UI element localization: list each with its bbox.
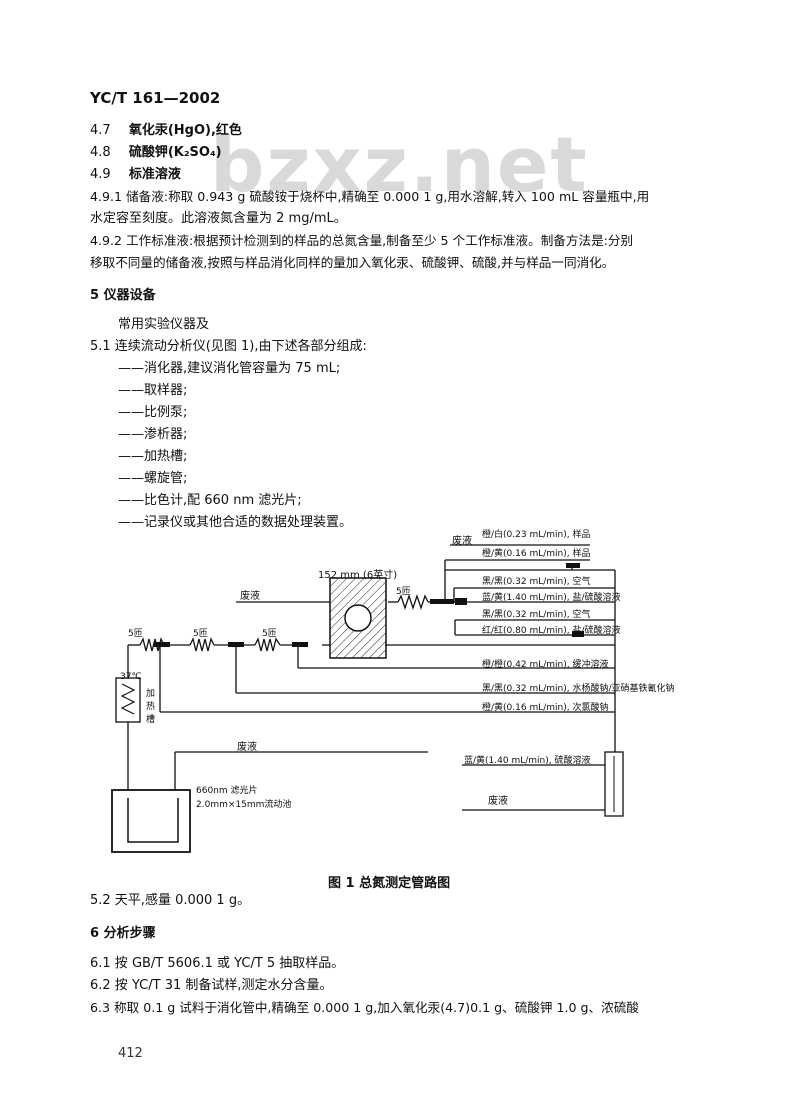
tube-label: 黑/黑(0.32 mL/min), 水杨酸钠/亚硝基铁氰化钠 <box>482 684 675 694</box>
item-4-8: 4.8 硫酸钾(K₂SO₄) <box>90 144 222 162</box>
junction-fitting <box>292 642 308 647</box>
flow-cell-label: 660nm 滤光片 <box>196 786 258 796</box>
tube-label: 橙/黄(0.16 mL/min), 次氯酸钠 <box>482 703 609 713</box>
junction-fitting <box>430 599 454 604</box>
section-6-title: 6 分析步骤 <box>90 926 156 941</box>
item-4-9-1-line1: 4.9.1 储备液:称取 0.943 g 硫酸铵于烧杯中,精确至 0.000 1… <box>90 189 650 204</box>
flow-cell <box>111 789 191 853</box>
list-item: ——比色计,配 660 nm 滤光片; <box>118 493 302 508</box>
watermark: bzxz.net <box>210 120 589 209</box>
item-4-8-text: 硫酸钾(K₂SO₄) <box>128 145 222 160</box>
flow-cell-label: 2.0mm×15mm流动池 <box>196 800 292 810</box>
heater-label: 槽 <box>146 715 156 725</box>
tube-label: 黑/黑(0.32 mL/min), 空气 <box>482 577 591 587</box>
junction-fitting <box>572 631 584 637</box>
tube-label: 蓝/黄(1.40 mL/min), 盐/硫酸溶液 <box>482 593 621 603</box>
section-5-intro: 常用实验仪器及 <box>118 317 210 332</box>
item-6-2: 6.2 按 YC/T 31 制备试样,测定水分含量。 <box>90 978 333 993</box>
list-item: ——消化器,建议消化管容量为 75 mL; <box>118 361 341 376</box>
item-4-7-num: 4.7 <box>90 123 111 138</box>
item-6-3: 6.3 称取 0.1 g 试料于消化管中,精确至 0.000 1 g,加入氧化汞… <box>90 1000 639 1015</box>
figure-caption: 图 1 总氮测定管路图 <box>328 876 451 891</box>
heater-label: 加 <box>146 689 156 699</box>
coil-label: 5匝 <box>128 629 143 639</box>
junction-fitting <box>566 563 580 568</box>
coil-label: 5匝 <box>262 629 277 639</box>
coil-label: 5匝 <box>396 587 411 597</box>
heater-label: 热 <box>146 702 156 712</box>
junction-fitting <box>455 598 467 605</box>
tube-label: 橙/橙(0.42 mL/min), 缓冲溶液 <box>482 660 609 670</box>
item-4-9: 4.9 标准溶液 <box>90 166 181 184</box>
page-number: 412 <box>118 1046 143 1061</box>
dialyzer-membrane <box>344 604 372 632</box>
coil-icon <box>189 637 215 652</box>
item-4-7: 4.7 氧化汞(HgO),红色 <box>90 122 242 140</box>
coil-icon <box>254 637 281 652</box>
item-4-9-text: 标准溶液 <box>128 167 181 182</box>
list-item: ——加热槽; <box>118 449 188 464</box>
junction-fitting <box>228 642 244 647</box>
list-item: ——比例泵; <box>118 405 188 420</box>
coil-label: 5匝 <box>193 629 208 639</box>
list-item: ——记录仪或其他合适的数据处理装置。 <box>118 515 353 530</box>
item-4-9-2-line1: 4.9.2 工作标准液:根据预计检测到的样品的总氮含量,制备至少 5 个工作标准… <box>90 233 634 248</box>
tube-label: 黑/黑(0.32 mL/min), 空气 <box>482 610 591 620</box>
waste-label: 废液 <box>452 536 472 547</box>
item-5-2: 5.2 天平,感量 0.000 1 g。 <box>90 893 251 908</box>
flow-cell-inner <box>127 798 179 843</box>
item-4-8-num: 4.8 <box>90 145 111 160</box>
document-id: YC/T 161—2002 <box>90 89 221 107</box>
waste-label: 废液 <box>237 742 257 753</box>
tube-label: 蓝/黄(1.40 mL/min), 硫酸溶液 <box>464 756 591 766</box>
junction-fitting <box>154 642 170 647</box>
item-4-9-num: 4.9 <box>90 167 111 182</box>
section-5-title: 5 仪器设备 <box>90 288 156 303</box>
item-4-7-text: 氧化汞(HgO),红色 <box>128 123 242 138</box>
waste-label: 废液 <box>240 591 260 602</box>
item-4-9-2-line2: 移取不同量的储备液,按照与样品消化同样的量加入氧化汞、硫酸钾、硫酸,并与样品一同… <box>90 255 615 270</box>
tube-label: 红/红(0.80 mL/min), 盐/硫酸溶液 <box>482 626 621 636</box>
item-5-1: 5.1 连续流动分析仪(见图 1),由下述各部分组成: <box>90 339 367 354</box>
coil-icon <box>397 593 429 611</box>
item-4-9-1-line2: 水定容至刻度。此溶液氮含量为 2 mg/mL。 <box>90 211 347 226</box>
item-6-1: 6.1 按 GB/T 5606.1 或 YC/T 5 抽取样品。 <box>90 956 345 971</box>
heater-bath <box>115 677 141 723</box>
tube-label: 橙/白(0.23 mL/min), 样品 <box>482 530 591 540</box>
dialyzer-label: 152 mm (6英寸) <box>318 570 398 581</box>
list-item: ——取样器; <box>118 383 188 398</box>
list-item: ——渗析器; <box>118 427 188 442</box>
list-item: ——螺旋管; <box>118 471 188 486</box>
heater-coil-icon <box>120 683 136 715</box>
waste-label: 废液 <box>488 796 508 807</box>
tube-label: 橙/黄(0.16 mL/min), 样品 <box>482 549 591 559</box>
heater-temp: 37℃ <box>120 672 142 682</box>
